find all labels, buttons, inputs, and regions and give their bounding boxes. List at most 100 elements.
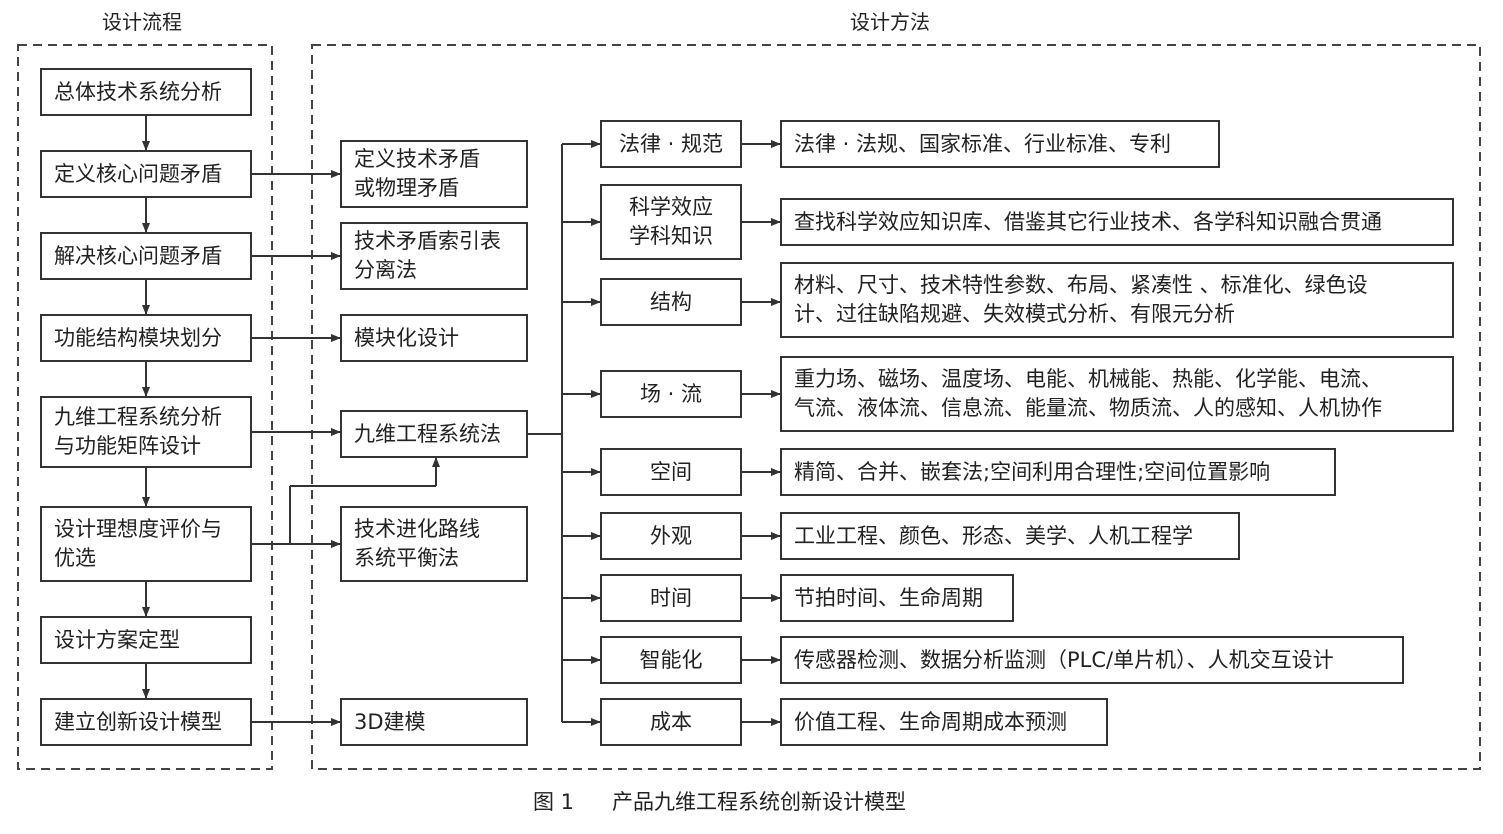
flow-step-box-line: 解决核心问题矛盾 xyxy=(54,243,222,268)
flow-step-box: 定义核心问题矛盾 xyxy=(40,150,252,198)
flow-step-box: 功能结构模块划分 xyxy=(40,314,252,362)
method-box: 技术进化路线系统平衡法 xyxy=(340,506,528,582)
flow-step-box-line: 定义核心问题矛盾 xyxy=(54,161,222,186)
detail-box-line: 法律 · 法规、国家标准、行业标准、专利 xyxy=(794,131,1172,156)
detail-box-line: 工业工程、颜色、形态、美学、人机工程学 xyxy=(794,523,1193,548)
dimension-box: 智能化 xyxy=(600,636,742,684)
method-box-line: 模块化设计 xyxy=(354,325,459,350)
flow-step-box: 解决核心问题矛盾 xyxy=(40,232,252,280)
method-box-line: 3D建模 xyxy=(354,709,426,734)
method-box-text: 3D建模 xyxy=(354,708,426,737)
dimension-box: 场 · 流 xyxy=(600,370,742,418)
detail-box-text: 价值工程、生命周期成本预测 xyxy=(794,708,1067,737)
dimension-box-text: 外观 xyxy=(650,522,692,551)
method-box: 3D建模 xyxy=(340,698,528,746)
flow-step-box: 总体技术系统分析 xyxy=(40,68,252,116)
dimension-box-text: 场 · 流 xyxy=(640,380,702,409)
dimension-box-text: 智能化 xyxy=(640,646,703,675)
dimension-box-line: 时间 xyxy=(650,585,692,610)
detail-box-text: 节拍时间、生命周期 xyxy=(794,584,983,613)
detail-box-line: 精简、合并、嵌套法;空间利用合理性;空间位置影响 xyxy=(794,459,1271,484)
detail-box-line: 传感器检测、数据分析监测（PLC/单片机）、人机交互设计 xyxy=(794,647,1334,672)
dimension-box: 结构 xyxy=(600,278,742,326)
dimension-box-line: 结构 xyxy=(650,289,692,314)
flow-step-box-line: 建立创新设计模型 xyxy=(54,709,222,734)
method-box-text: 九维工程系统法 xyxy=(354,420,501,449)
dimension-box-line: 成本 xyxy=(650,709,692,734)
method-box-line: 分离法 xyxy=(354,258,417,282)
flow-step-box-text: 解决核心问题矛盾 xyxy=(54,242,222,271)
dimension-box-line: 外观 xyxy=(650,523,692,548)
dimension-box-text: 结构 xyxy=(650,288,692,317)
method-box-line: 或物理矛盾 xyxy=(354,176,459,200)
flow-step-box-line: 设计方案定型 xyxy=(54,627,180,652)
method-box: 技术矛盾索引表分离法 xyxy=(340,222,528,290)
method-box: 九维工程系统法 xyxy=(340,410,528,458)
method-box-line: 技术矛盾索引表 xyxy=(354,229,501,253)
detail-box-line: 材料、尺寸、技术特性参数、布局、紧凑性 、标准化、绿色设 xyxy=(794,273,1368,297)
detail-box: 精简、合并、嵌套法;空间利用合理性;空间位置影响 xyxy=(780,448,1336,496)
flow-step-box-text: 九维工程系统分析与功能矩阵设计 xyxy=(54,403,222,461)
detail-box: 查找科学效应知识库、借鉴其它行业技术、各学科知识融合贯通 xyxy=(780,198,1454,246)
detail-box-line: 节拍时间、生命周期 xyxy=(794,585,983,610)
figure-number: 图 1 xyxy=(533,790,575,814)
dimension-box: 法律 · 规范 xyxy=(600,120,742,168)
dimension-box-line: 法律 · 规范 xyxy=(618,131,724,156)
detail-box: 工业工程、颜色、形态、美学、人机工程学 xyxy=(780,512,1240,560)
dimension-box-line: 场 · 流 xyxy=(639,381,703,406)
flow-step-box-text: 总体技术系统分析 xyxy=(54,78,222,107)
detail-box: 传感器检测、数据分析监测（PLC/单片机）、人机交互设计 xyxy=(780,636,1404,684)
dimension-box: 时间 xyxy=(600,574,742,622)
detail-box-text: 精简、合并、嵌套法;空间利用合理性;空间位置影响 xyxy=(794,458,1270,487)
method-box: 模块化设计 xyxy=(340,314,528,362)
method-group-border xyxy=(311,44,1481,770)
method-box-line: 定义技术矛盾 xyxy=(354,147,480,171)
detail-box-text: 材料、尺寸、技术特性参数、布局、紧凑性 、标准化、绿色设计、过往缺陷规避、失效模… xyxy=(794,271,1368,329)
flow-step-box-line: 与功能矩阵设计 xyxy=(54,434,201,458)
dimension-box-line: 学科知识 xyxy=(629,224,713,248)
detail-box-text: 传感器检测、数据分析监测（PLC/单片机）、人机交互设计 xyxy=(794,646,1334,675)
connector-lines xyxy=(142,116,781,726)
flow-step-box-line: 功能结构模块划分 xyxy=(54,325,222,350)
flow-step-box-text: 建立创新设计模型 xyxy=(54,708,222,737)
method-box-text: 技术进化路线系统平衡法 xyxy=(354,515,480,573)
flow-step-box-text: 定义核心问题矛盾 xyxy=(54,160,222,189)
method-box-line: 九维工程系统法 xyxy=(354,421,501,446)
method-header: 设计方法 xyxy=(850,10,930,34)
detail-box: 价值工程、生命周期成本预测 xyxy=(780,698,1108,746)
method-box: 定义技术矛盾或物理矛盾 xyxy=(340,140,528,208)
flow-step-box-line: 设计理想度评价与 xyxy=(54,517,222,541)
flow-step-box-line: 优选 xyxy=(54,546,96,570)
detail-box-line: 重力场、磁场、温度场、电能、机械能、热能、化学能、电流、 xyxy=(794,367,1382,391)
detail-box: 材料、尺寸、技术特性参数、布局、紧凑性 、标准化、绿色设计、过往缺陷规避、失效模… xyxy=(780,262,1454,338)
detail-box-text: 法律 · 法规、国家标准、行业标准、专利 xyxy=(794,130,1171,159)
detail-box-line: 价值工程、生命周期成本预测 xyxy=(794,709,1067,734)
dimension-box-line: 智能化 xyxy=(639,647,703,672)
method-box-line: 系统平衡法 xyxy=(354,546,459,570)
dimension-box-line: 科学效应 xyxy=(629,195,713,219)
detail-box-line: 查找科学效应知识库、借鉴其它行业技术、各学科知识融合贯通 xyxy=(794,209,1382,234)
detail-box-line: 气流、液体流、信息流、能量流、物质流、人的感知、人机协作 xyxy=(794,396,1382,420)
flow-step-box: 设计方案定型 xyxy=(40,616,252,664)
method-box-line: 技术进化路线 xyxy=(354,517,480,541)
dimension-box: 科学效应学科知识 xyxy=(600,184,742,260)
dimension-box-line: 空间 xyxy=(650,459,692,484)
flow-step-box-text: 设计理想度评价与优选 xyxy=(54,515,222,573)
dimension-box-text: 成本 xyxy=(650,708,692,737)
figure-caption: 产品九维工程系统创新设计模型 xyxy=(612,790,906,814)
detail-box: 节拍时间、生命周期 xyxy=(780,574,1014,622)
detail-box: 法律 · 法规、国家标准、行业标准、专利 xyxy=(780,120,1220,168)
flow-step-box-line: 总体技术系统分析 xyxy=(54,79,222,104)
dimension-box-text: 时间 xyxy=(650,584,692,613)
flow-group-border xyxy=(17,44,273,770)
method-box-text: 模块化设计 xyxy=(354,324,459,353)
detail-box: 重力场、磁场、温度场、电能、机械能、热能、化学能、电流、气流、液体流、信息流、能… xyxy=(780,356,1454,432)
flow-step-box: 建立创新设计模型 xyxy=(40,698,252,746)
detail-box-text: 查找科学效应知识库、借鉴其它行业技术、各学科知识融合贯通 xyxy=(794,208,1382,237)
flow-header: 设计流程 xyxy=(102,10,182,34)
flow-step-box-text: 设计方案定型 xyxy=(54,626,180,655)
dimension-box-text: 法律 · 规范 xyxy=(619,130,723,159)
dimension-box-text: 空间 xyxy=(650,458,692,487)
dimension-box: 外观 xyxy=(600,512,742,560)
